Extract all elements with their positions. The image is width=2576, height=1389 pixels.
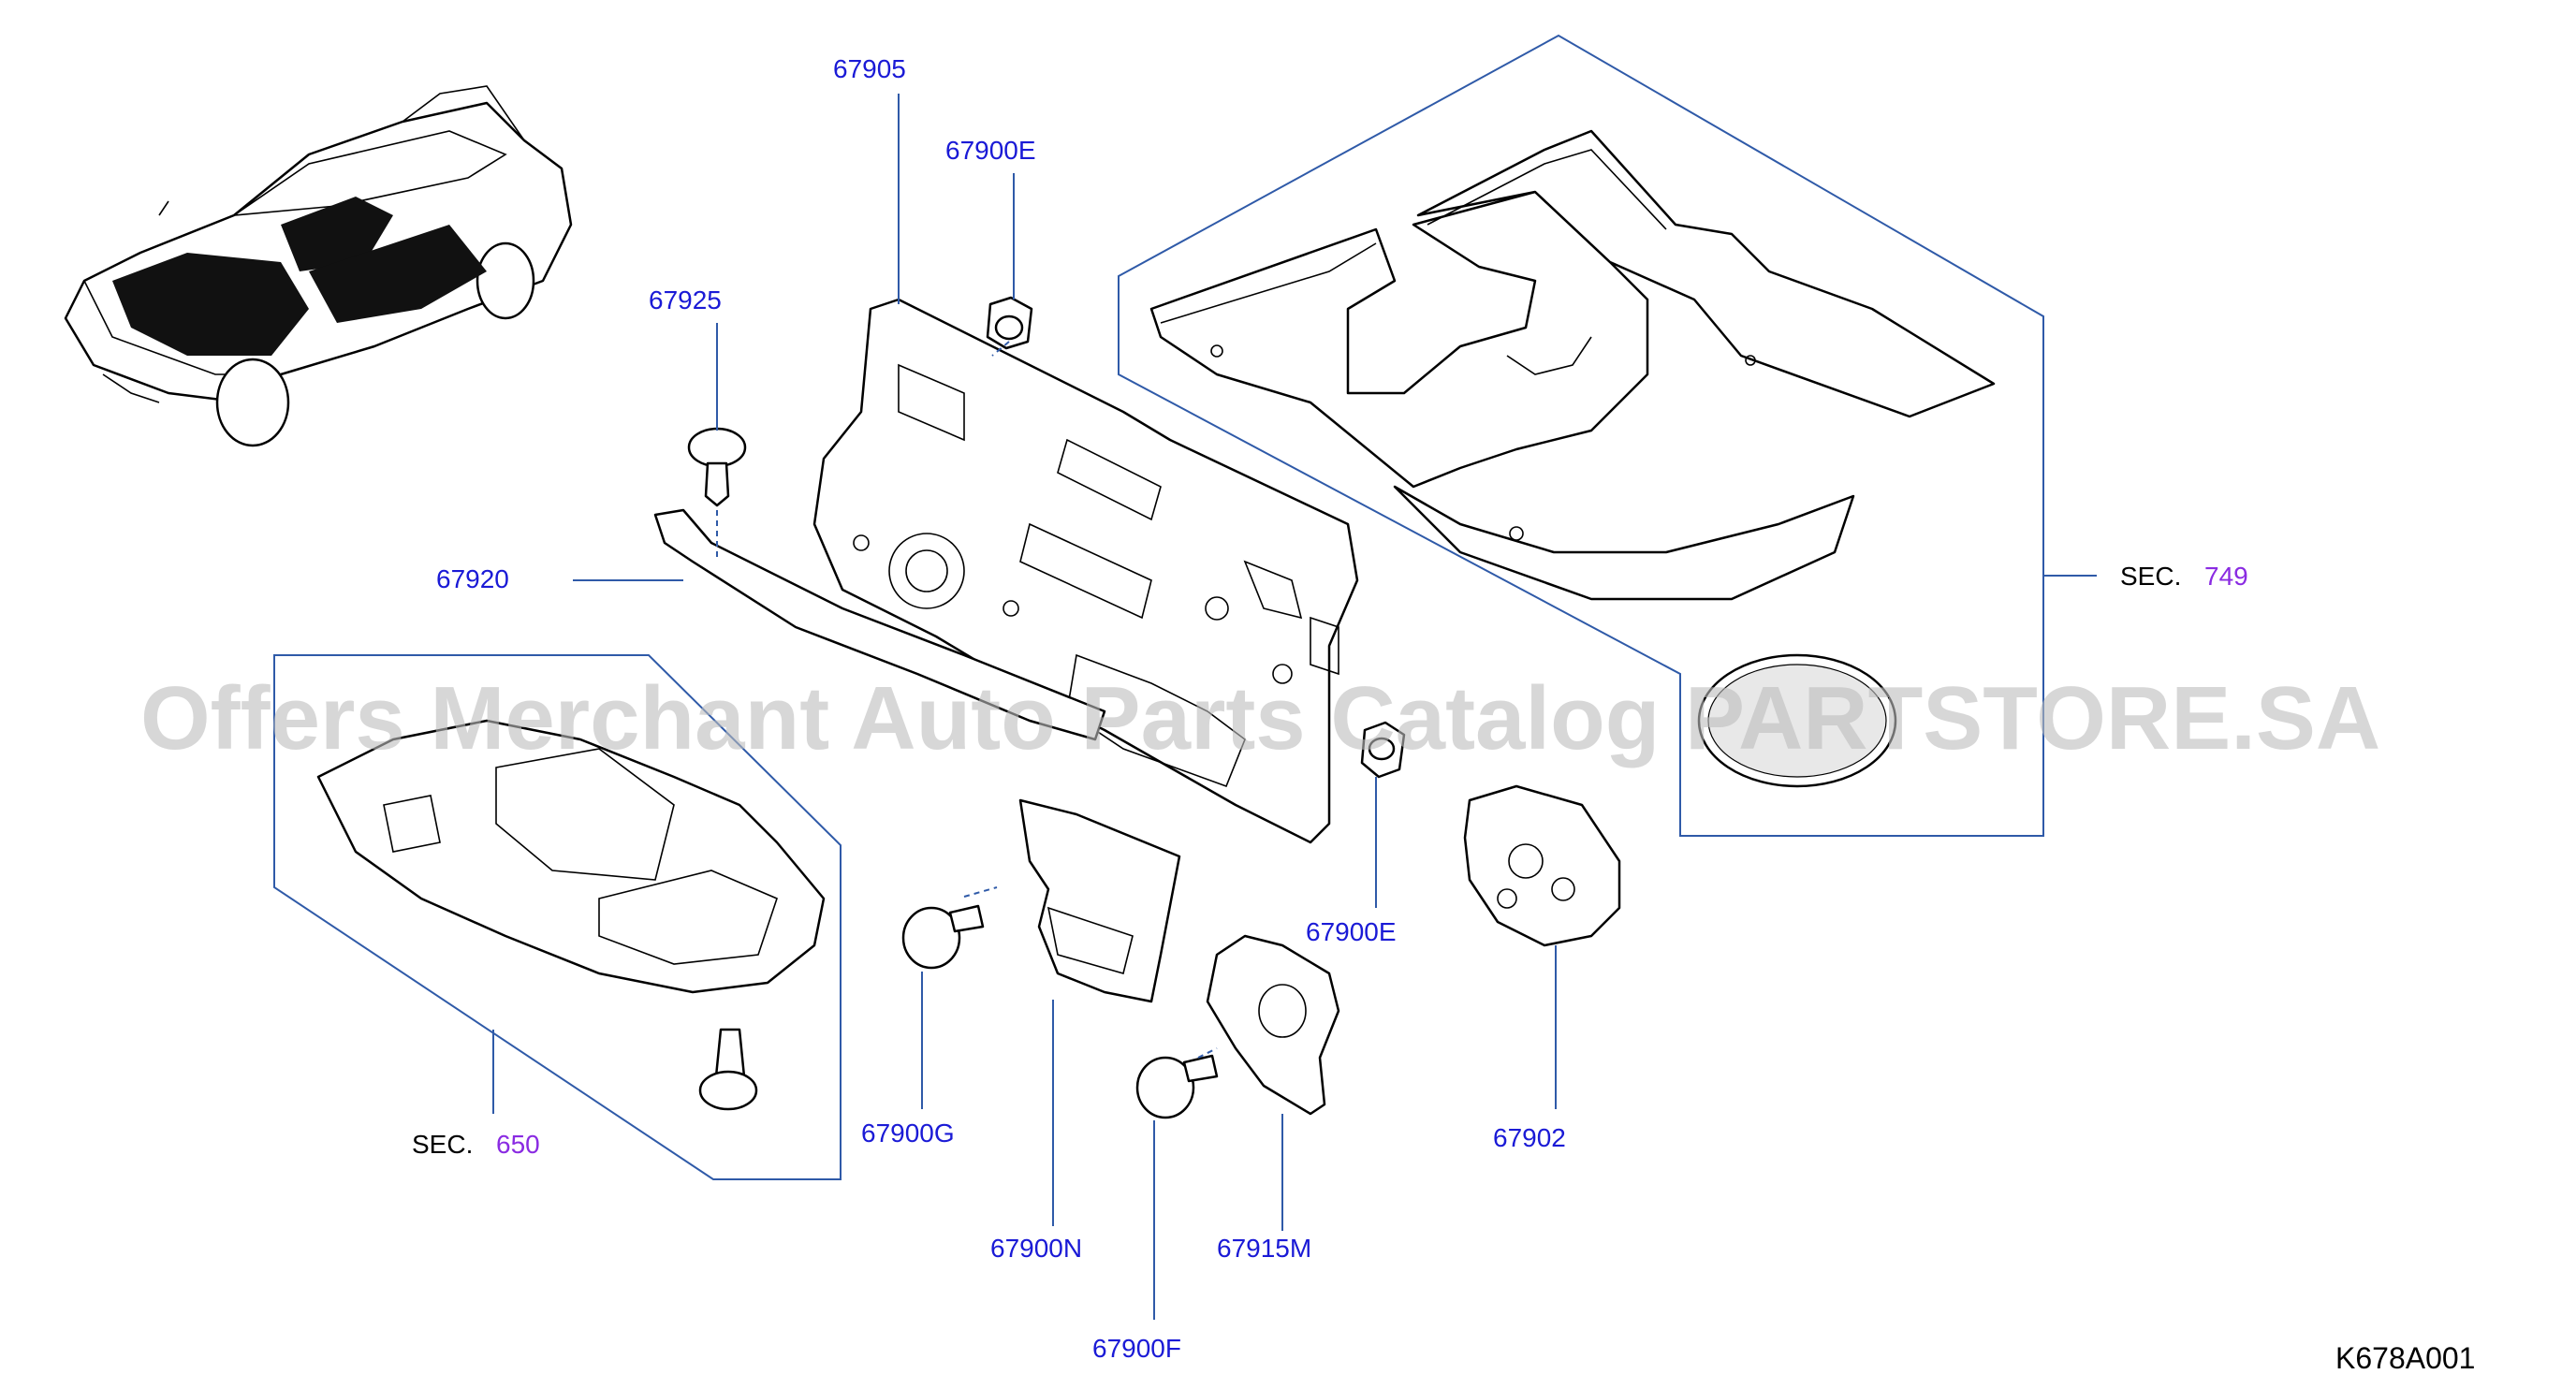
car-overview-illustration [64, 85, 573, 447]
clip-67900G [901, 904, 985, 970]
clip-67900F [1135, 1054, 1219, 1119]
insulator-67902 [1463, 784, 1621, 947]
section-box-749 [1118, 34, 2044, 837]
label-67900E-bottom[interactable]: 67900E [1306, 917, 1397, 946]
label-67900F[interactable]: 67900F [1092, 1334, 1181, 1363]
label-67902[interactable]: 67902 [1493, 1123, 1566, 1152]
silencer-pad-round [1697, 653, 1897, 788]
label-67900E-top[interactable]: 67900E [945, 136, 1036, 165]
clip-undercover [698, 1028, 758, 1111]
label-67900N[interactable]: 67900N [990, 1234, 1082, 1263]
sec-650-link[interactable]: 650 [496, 1130, 540, 1159]
sec-650-prefix: SEC. [412, 1130, 473, 1159]
section-box-650 [273, 654, 842, 1180]
diagram-code: K678A001 [2335, 1341, 2475, 1375]
clip-67900E-bottom [1360, 721, 1406, 779]
insulator-67915M [1206, 934, 1340, 1116]
label-67905[interactable]: 67905 [833, 54, 906, 83]
insulator-67900N [1018, 798, 1181, 1003]
engine-undercover [316, 719, 826, 994]
dash-strip-67920 [653, 508, 1106, 741]
label-67900G[interactable]: 67900G [861, 1119, 955, 1148]
sec-749-prefix: SEC. [2120, 562, 2181, 591]
label-67920[interactable]: 67920 [436, 564, 509, 593]
watermark-text: Offers Merchant Auto Parts Catalog PARTS… [140, 668, 2380, 768]
floor-carpet-group [1149, 129, 1996, 601]
clip-67925 [687, 427, 747, 507]
dash-insulator-panel [812, 298, 1359, 844]
sec-749-link[interactable]: 749 [2204, 562, 2248, 591]
label-67915M[interactable]: 67915M [1217, 1234, 1311, 1263]
clip-67900E-top [986, 296, 1033, 350]
label-67925[interactable]: 67925 [649, 285, 722, 314]
leader-lines [492, 94, 2097, 1320]
